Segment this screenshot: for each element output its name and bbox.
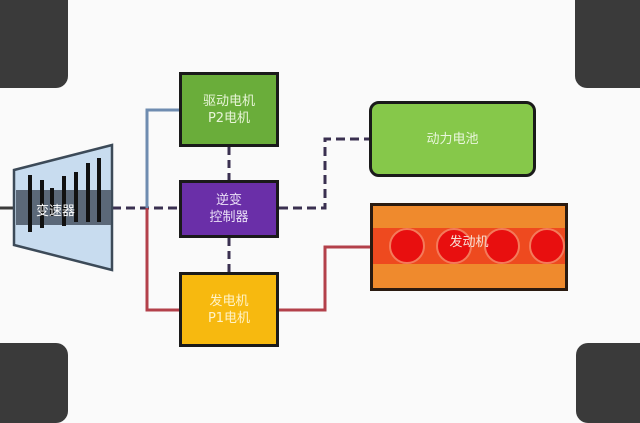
cylinder-icon: [484, 228, 520, 264]
power-battery-box: 动力电池: [369, 101, 536, 177]
gearbox-drive-motor-line: [145, 108, 181, 208]
engine-box: 发动机: [370, 203, 568, 291]
generator-label: 发电机: [209, 293, 249, 309]
engine-label: 发动机: [449, 235, 489, 250]
generator-sublabel: P1电机: [207, 310, 251, 326]
cylinder-icon: [436, 228, 472, 264]
cylinder-icon: [529, 228, 565, 264]
drive-motor-p2-box: 驱动电机 P2电机: [179, 72, 279, 147]
wheel-top-right: [575, 0, 640, 88]
gearbox-generator-line: [145, 208, 181, 312]
drive-motor-label: 驱动电机: [202, 93, 255, 109]
generator-engine-line: [279, 245, 371, 312]
inverter-controller-box: 逆变 控制器: [179, 180, 279, 238]
battery-label: 动力电池: [426, 131, 479, 147]
gearbox-label: 变速器: [36, 204, 76, 219]
generator-p1-box: 发电机 P1电机: [179, 272, 279, 347]
drive-motor-sublabel: P2电机: [207, 110, 251, 126]
cylinder-icon: [389, 228, 425, 264]
inverter-battery-line: [279, 137, 370, 210]
inverter-sublabel: 控制器: [209, 210, 249, 225]
gear-bars-icon: [28, 158, 101, 232]
inverter-label: 逆变: [215, 193, 242, 208]
wheel-top-left: [0, 0, 68, 88]
connection-lines: [0, 108, 371, 312]
